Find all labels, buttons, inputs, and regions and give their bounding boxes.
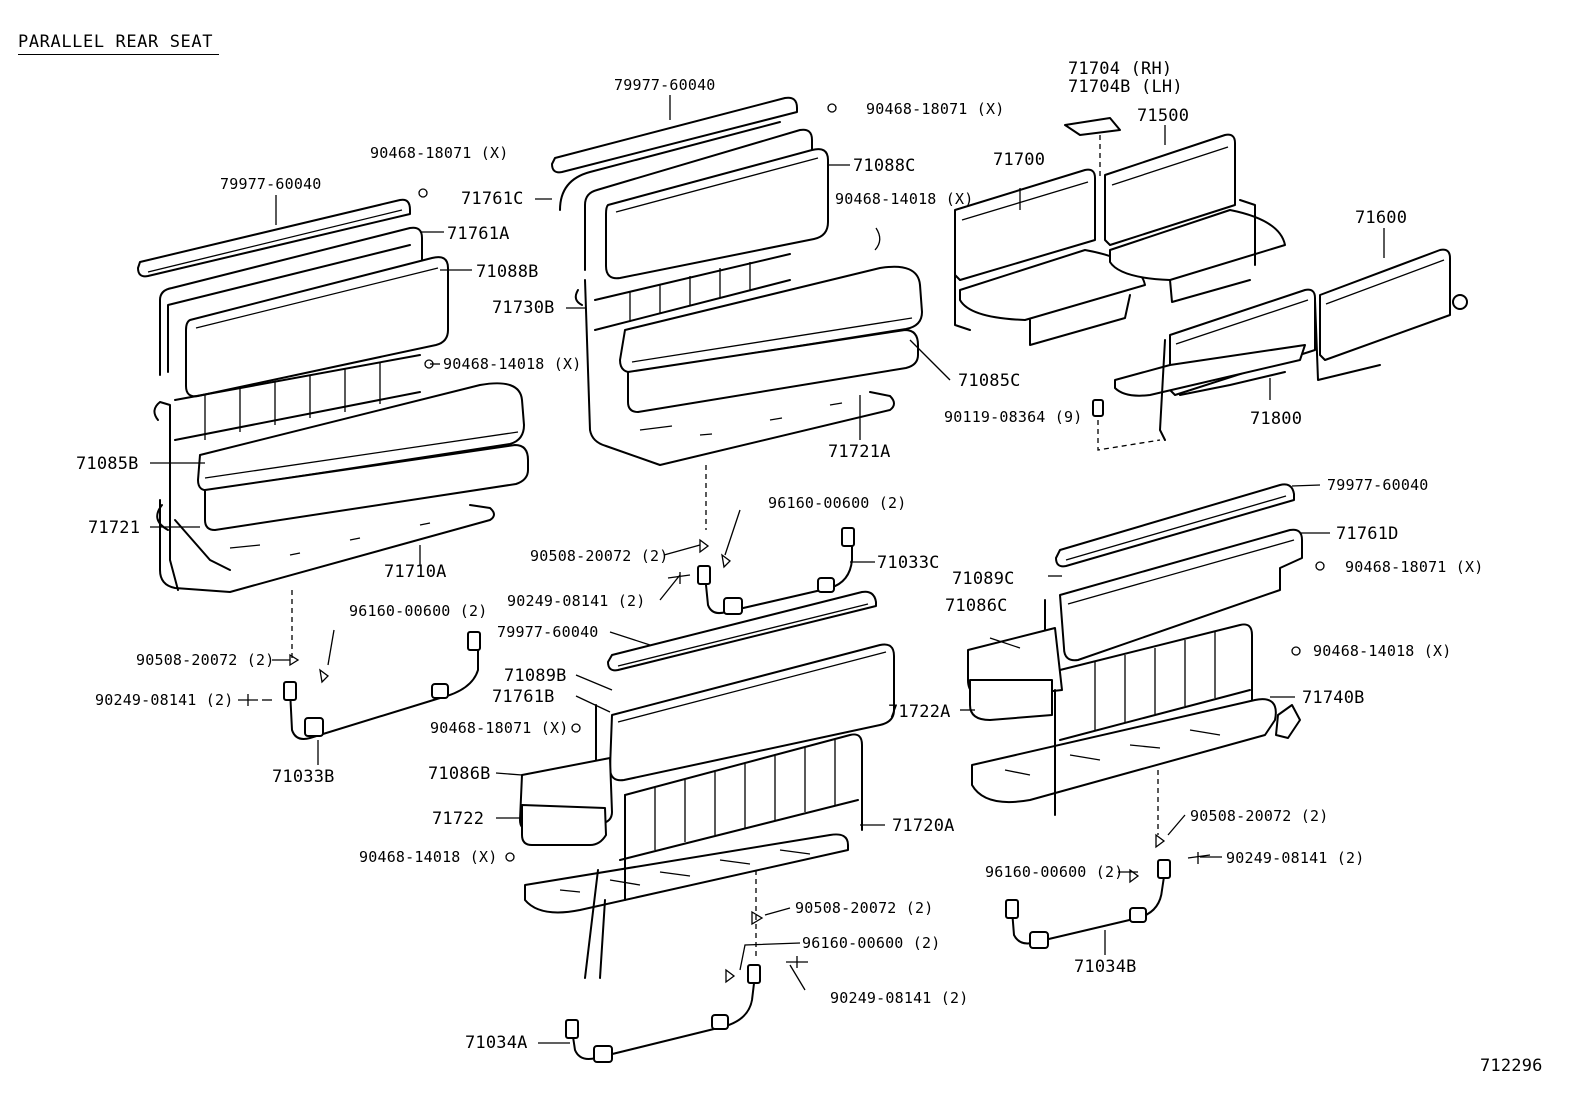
leader-lines <box>150 95 1385 1044</box>
folding-seats-group <box>954 117 1468 451</box>
label-96160-00600-right: 96160-00600 (2) <box>985 863 1124 881</box>
label-71086b: 71086B <box>428 764 491 784</box>
label-71721: 71721 <box>88 518 141 538</box>
label-90468-14018-center: 90468-14018 (X) <box>835 190 974 208</box>
left-seat-assembly <box>137 198 529 593</box>
label-90468-18071-center-bottom: 90468-18071 (X) <box>430 719 569 737</box>
label-71721a: 71721A <box>828 442 891 462</box>
label-71089c: 71089C <box>952 569 1015 589</box>
label-79977-60040-center-bottom: 79977-60040 <box>497 623 599 641</box>
label-71700: 71700 <box>993 150 1046 170</box>
label-90508-20072-center-bottom: 90508-20072 (2) <box>795 899 934 917</box>
label-71800: 71800 <box>1250 409 1303 429</box>
label-71033b: 71033B <box>272 767 335 787</box>
label-71730b: 71730B <box>492 298 555 318</box>
label-71720a: 71720A <box>892 816 955 836</box>
diagram-title: PARALLEL REAR SEAT <box>18 32 220 55</box>
label-90249-08141-right: 90249-08141 (2) <box>1226 849 1365 867</box>
label-90468-14018-center-bottom: 90468-14018 (X) <box>359 848 498 866</box>
label-90468-14018-left: 90468-14018 (X) <box>443 355 582 373</box>
label-71034a: 71034A <box>465 1033 528 1053</box>
right-bottom-seat-assembly <box>967 483 1303 835</box>
label-71085c: 71085C <box>958 371 1021 391</box>
hardware-glyphs <box>238 103 1325 984</box>
label-90249-08141-center: 90249-08141 (2) <box>507 592 646 610</box>
label-90508-20072-left: 90508-20072 (2) <box>136 651 275 669</box>
center-top-seat-assembly <box>551 96 923 530</box>
label-71500: 71500 <box>1137 106 1190 126</box>
center-bottom-seat-assembly <box>519 590 895 979</box>
label-71761c: 71761C <box>461 189 524 209</box>
label-90468-18071-left: 90468-18071 (X) <box>370 144 509 162</box>
figure-id: 712296 <box>1480 1056 1543 1076</box>
label-71740b: 71740B <box>1302 688 1365 708</box>
label-96160-00600-center-bottom: 96160-00600 (2) <box>802 934 941 952</box>
label-71710a: 71710A <box>384 562 447 582</box>
bracket-71033c <box>697 527 855 615</box>
label-96160-00600-center: 96160-00600 (2) <box>768 494 907 512</box>
label-71088b: 71088B <box>476 262 539 282</box>
bracket-71033b <box>283 590 481 740</box>
label-90249-08141-left: 90249-08141 (2) <box>95 691 234 709</box>
label-96160-00600-left: 96160-00600 (2) <box>349 602 488 620</box>
label-71761d: 71761D <box>1336 524 1399 544</box>
label-71722: 71722 <box>432 809 485 829</box>
label-71761b: 71761B <box>492 687 555 707</box>
label-71086c: 71086C <box>945 596 1008 616</box>
label-71089b: 71089B <box>504 666 567 686</box>
label-71600: 71600 <box>1355 208 1408 228</box>
bracket-71034a <box>565 964 761 1063</box>
label-71722a: 71722A <box>888 702 951 722</box>
label-71034b: 71034B <box>1074 957 1137 977</box>
label-71704b-lh: 71704B (LH) <box>1068 77 1183 97</box>
label-90468-18071-right: 90468-18071 (X) <box>1345 558 1484 576</box>
label-90249-08141-center-bottom: 90249-08141 (2) <box>830 989 969 1007</box>
label-79977-60040-right: 79977-60040 <box>1327 476 1429 494</box>
label-71704-rh: 71704 (RH) <box>1068 59 1173 79</box>
label-90508-20072-center: 90508-20072 (2) <box>530 547 669 565</box>
label-79977-60040-center-top: 79977-60040 <box>614 76 716 94</box>
label-90468-14018-right: 90468-14018 (X) <box>1313 642 1452 660</box>
label-71033c: 71033C <box>877 553 940 573</box>
label-90119-08364: 90119-08364 (9) <box>944 408 1083 426</box>
label-71085b: 71085B <box>76 454 139 474</box>
bracket-71034b <box>1005 859 1171 949</box>
label-79977-60040-left: 79977-60040 <box>220 175 322 193</box>
label-71088c: 71088C <box>853 156 916 176</box>
label-90508-20072-right: 90508-20072 (2) <box>1190 807 1329 825</box>
label-90468-18071-center: 90468-18071 (X) <box>866 100 1005 118</box>
label-71761a: 71761A <box>447 224 510 244</box>
